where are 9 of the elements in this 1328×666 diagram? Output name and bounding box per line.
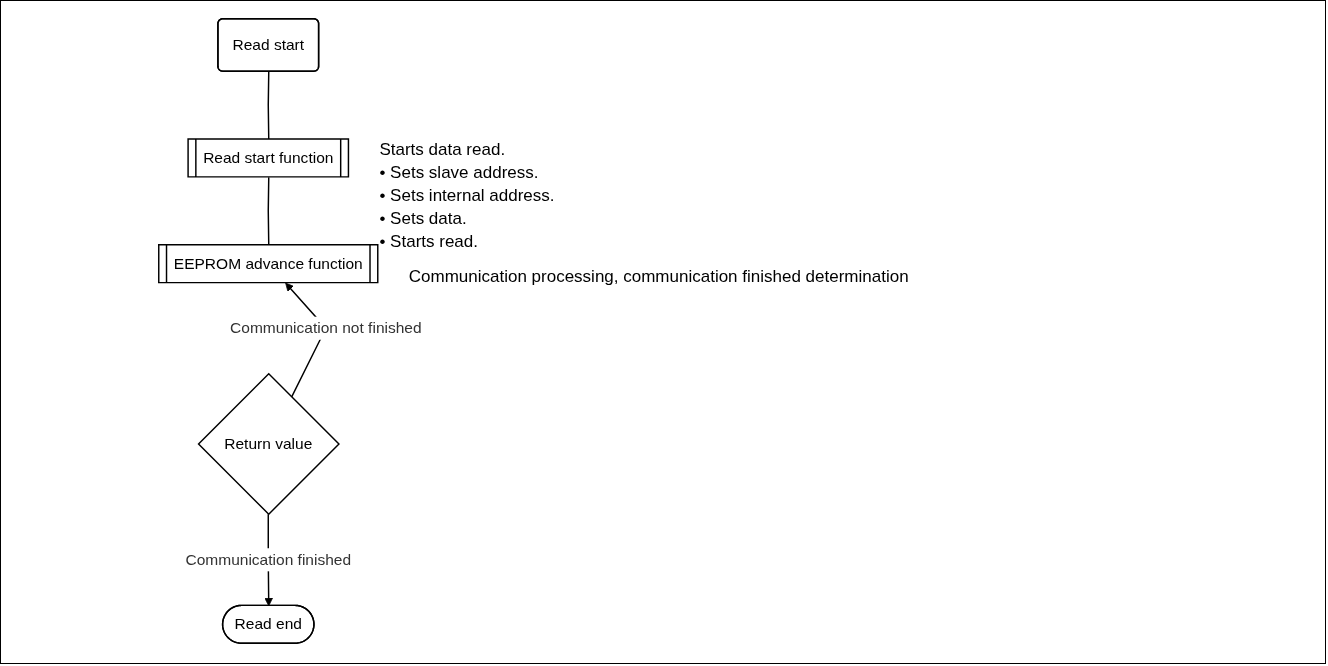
annotation-text: • Sets slave address. (379, 163, 540, 184)
edge-label: Communication not finished (230, 319, 422, 336)
edge-label: Communication finished (185, 551, 352, 568)
annotation-text: Starts data read. (379, 140, 507, 161)
annotation-text: • Sets data. (379, 209, 468, 230)
annotation-text: • Sets internal address. (379, 186, 555, 207)
annotation-text: Communication processing, communication finished determination (408, 267, 909, 288)
node-diamond: Return value (197, 372, 340, 516)
annotation-text: • Starts read. (379, 232, 479, 253)
